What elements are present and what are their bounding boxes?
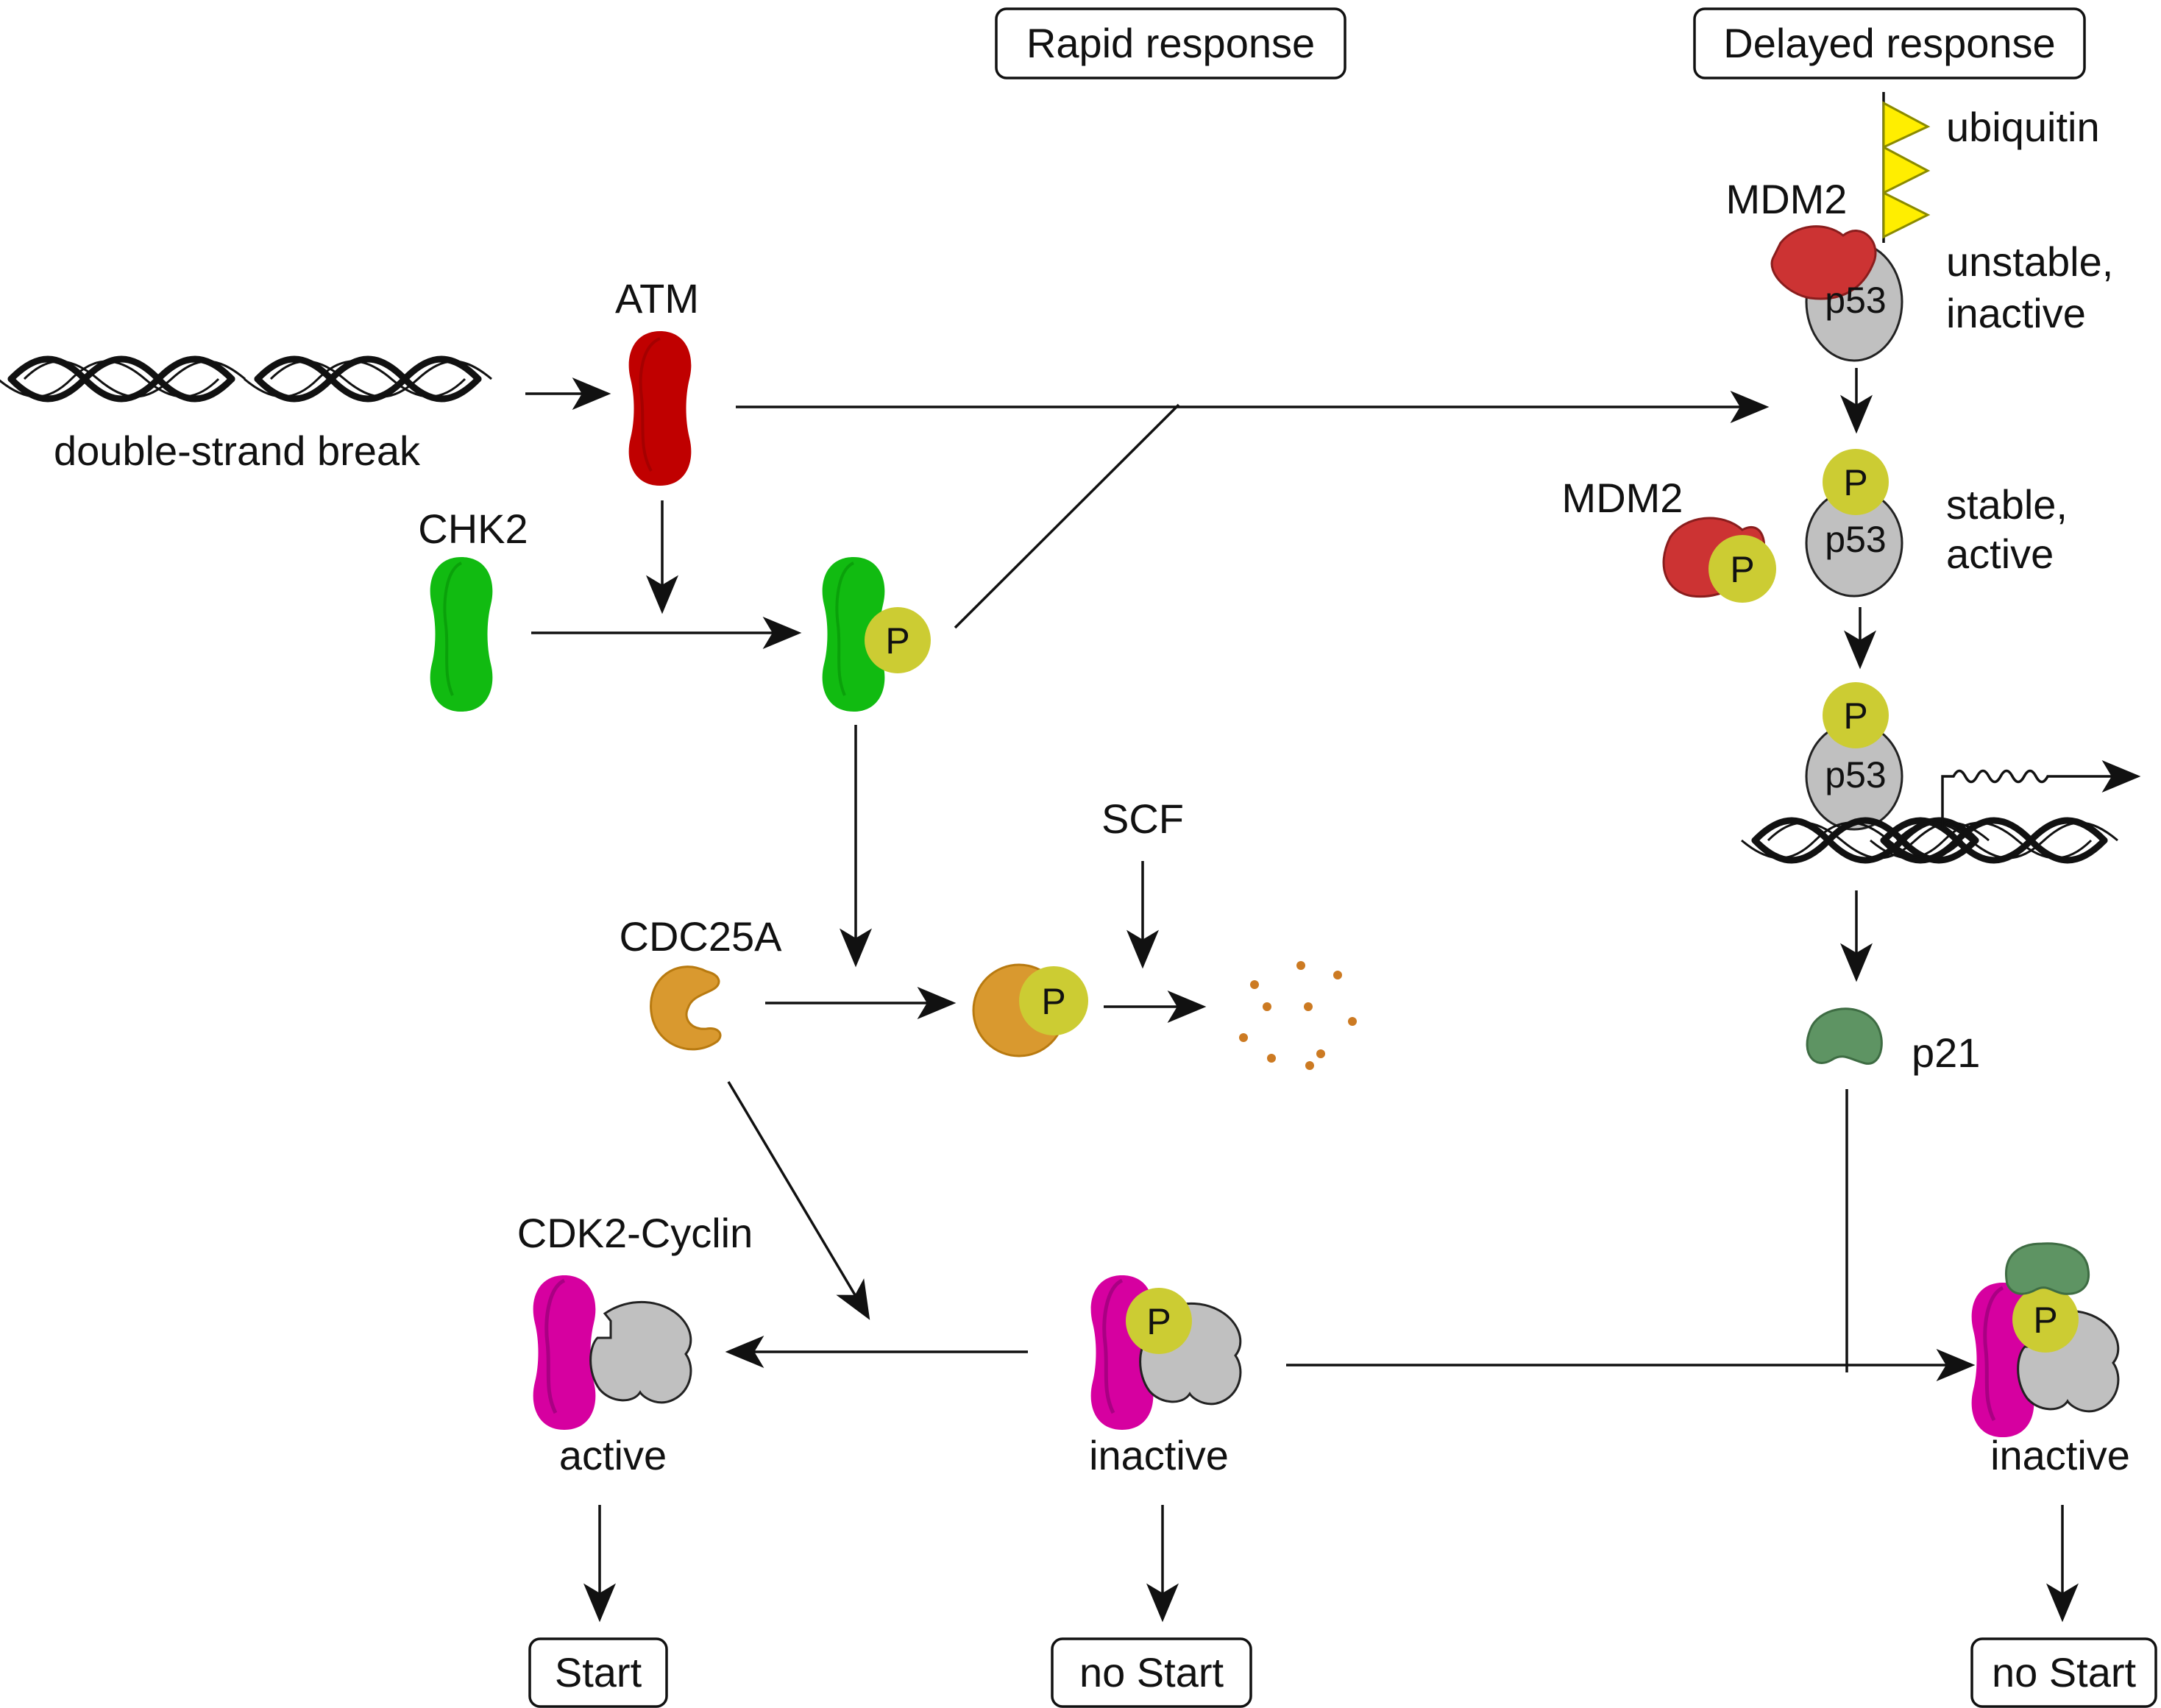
unstable-label: unstable, — [1946, 238, 2113, 285]
p53-stable-phosphate-label: P — [1843, 462, 1867, 503]
p53-dna-phosphate-icon — [1823, 682, 1889, 748]
degradation-fragments — [1239, 961, 1357, 1070]
cdc25a-phosphate-label: P — [1041, 981, 1065, 1022]
p53-dna-label: p53 — [1825, 754, 1886, 795]
cdk2-phosphate-icon-mid — [1126, 1288, 1192, 1354]
p21-bound-protein — [2005, 1242, 2090, 1295]
cyclin-active — [589, 1300, 692, 1404]
p53-stable-label: p53 — [1825, 519, 1886, 560]
delayed-response-box — [1693, 7, 2086, 79]
chk2-protein — [430, 557, 493, 712]
stable-label: stable, — [1946, 481, 2068, 528]
mdm2-phosphate-label: P — [1730, 549, 1754, 590]
chk2-phosphate-icon — [865, 607, 931, 673]
active-state-label: active — [559, 1432, 667, 1478]
cdk2-phosphate-label-mid: P — [1146, 1301, 1171, 1342]
chk2-phosphate-label: P — [885, 620, 909, 662]
transcription-mrna — [1941, 769, 2049, 828]
active-p53-label: active — [1946, 531, 2054, 577]
inactive-p53-label: inactive — [1946, 290, 2086, 336]
rapid-response-label: Rapid response — [1026, 20, 1315, 66]
arrow-cdc25a-to-cdk2 — [727, 1081, 870, 1320]
no-start-right-box — [1970, 1637, 2157, 1708]
start-outcome-label: Start — [555, 1649, 642, 1695]
atm-protein — [628, 331, 692, 486]
line-chk2p-to-p53 — [954, 403, 1180, 629]
inactive-mid-label: inactive — [1089, 1432, 1229, 1478]
no-start-mid-box — [1051, 1637, 1252, 1708]
cdk2-protein-active — [533, 1275, 596, 1430]
no-start-mid-label: no Start — [1079, 1649, 1224, 1695]
p21-protein — [1806, 1007, 1883, 1065]
cdk2-phosphate-icon-right — [2012, 1286, 2079, 1353]
cdk2-phosphate-label-right: P — [2033, 1300, 2057, 1341]
p53-dna-phosphate-label: P — [1843, 695, 1867, 737]
no-start-right-label: no Start — [1992, 1649, 2137, 1695]
delayed-response-label: Delayed response — [1723, 20, 2055, 66]
mdm2-bound-protein — [1770, 225, 1877, 300]
dna-double-strand-break — [0, 359, 492, 399]
cdc25a-phosphate-icon — [1019, 966, 1088, 1035]
cdk2-cyclin-label: CDK2-Cyclin — [517, 1210, 753, 1256]
mdm2-mid-label: MDM2 — [1562, 475, 1683, 521]
p53-unstable-label: p53 — [1825, 280, 1886, 321]
p53-target-dna — [1742, 821, 2118, 860]
ubiquitin-label: ubiquitin — [1946, 104, 2100, 150]
mdm2-top-label: MDM2 — [1726, 176, 1848, 222]
rapid-response-box — [995, 7, 1346, 79]
inactive-right-label: inactive — [1990, 1432, 2130, 1478]
cdc25a-protein — [650, 965, 722, 1051]
double-strand-break-label: double-strand break — [54, 428, 421, 474]
cdc25a-label: CDC25A — [620, 913, 783, 960]
mdm2-phosphate-icon — [1708, 535, 1776, 603]
chk2-label: CHK2 — [418, 506, 528, 552]
atm-label: ATM — [615, 275, 699, 322]
scf-label: SCF — [1101, 795, 1184, 842]
p53-stable-phosphate-icon — [1823, 449, 1889, 515]
ubiquitin-icon — [1882, 101, 1931, 239]
start-outcome-box — [528, 1637, 668, 1708]
p21-label: p21 — [1912, 1030, 1980, 1076]
